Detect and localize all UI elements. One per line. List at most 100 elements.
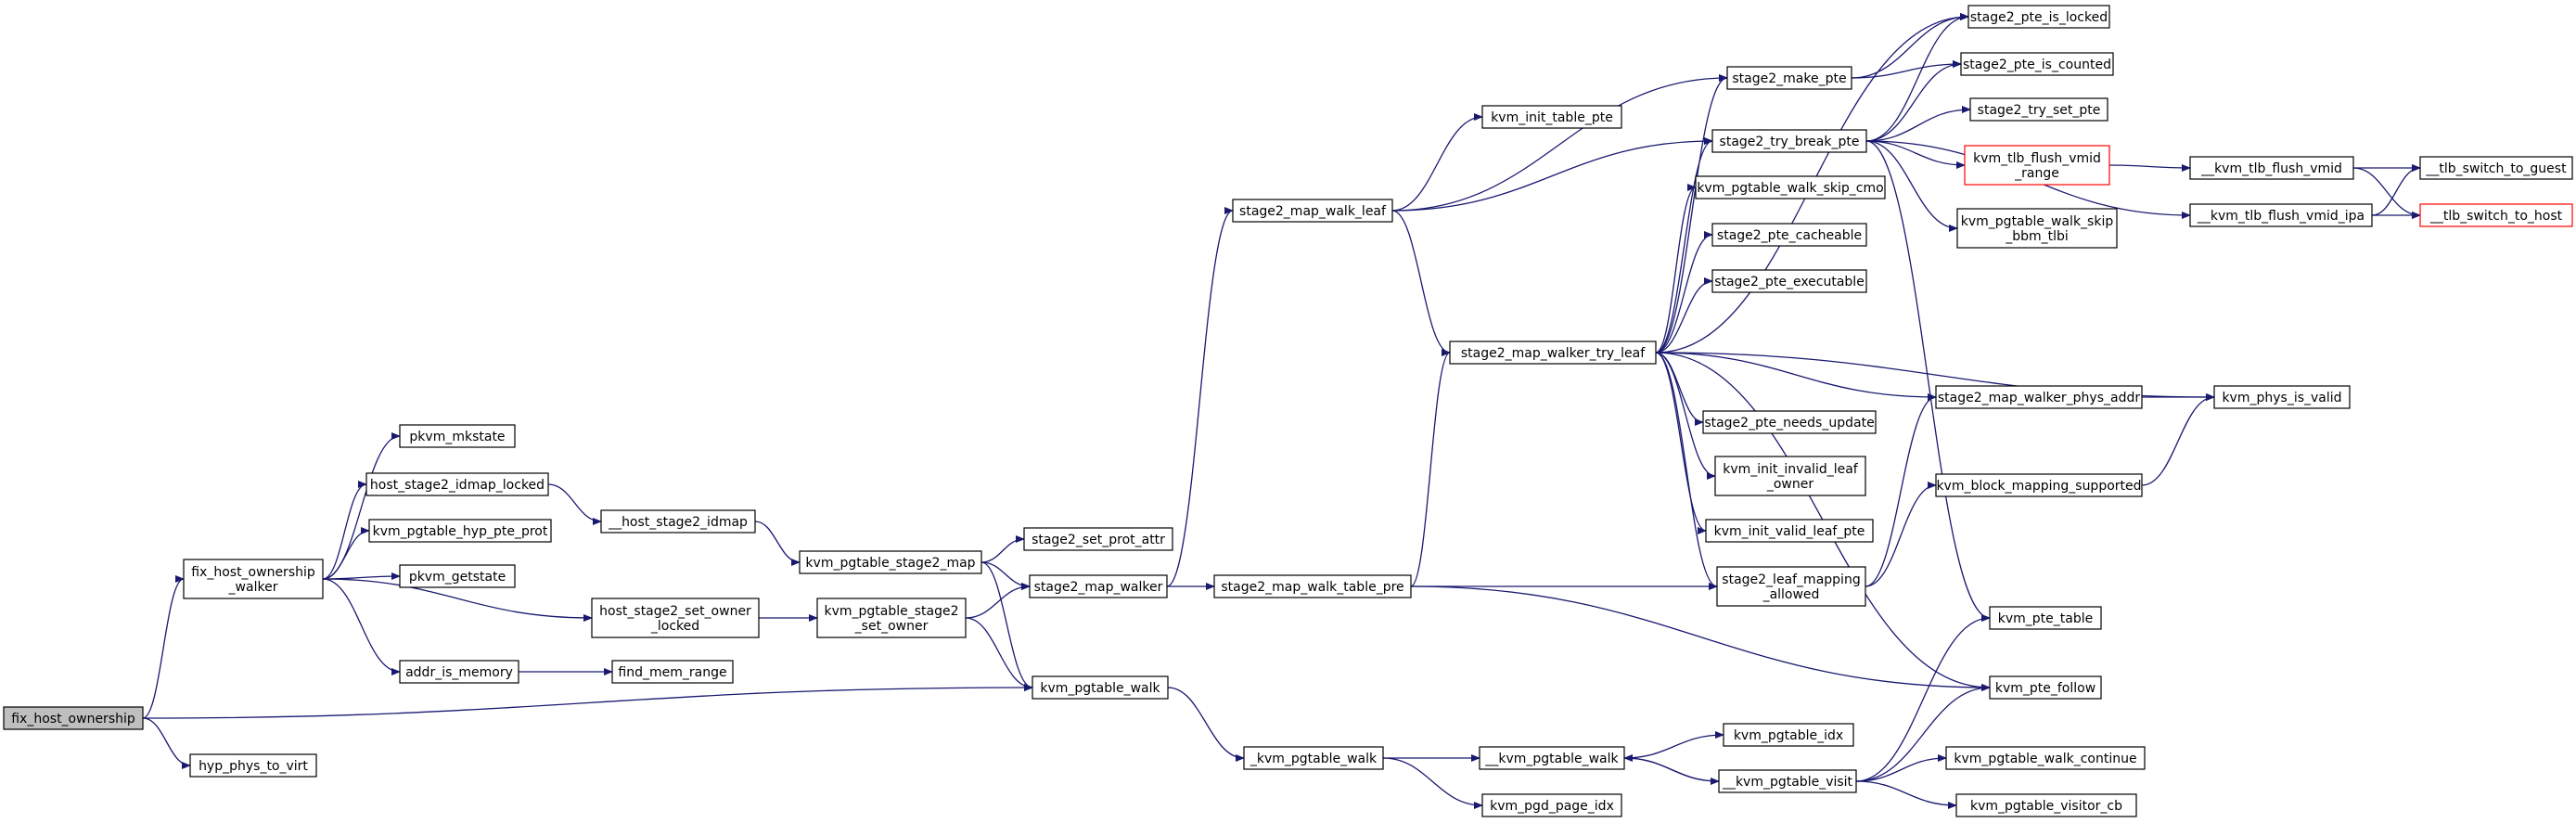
node-box: [1969, 97, 2108, 122]
node-box: [399, 564, 516, 588]
node-kvm-tlb-flush-vmid-range[interactable]: kvm_tlb_flush_vmid_range: [1964, 145, 2110, 186]
node-host-stage2-idmap[interactable]: __host_stage2_idmap: [600, 509, 756, 534]
edge-kvm-tlb-flush-vmid-range-to-kvm-tlb-flush-vmid: [2108, 163, 2191, 172]
edge-stage2-map-walk-leaf-to-kvm-init-table-pte: [1391, 113, 1483, 212]
node-box: [1714, 456, 1866, 496]
node-kvm-pgtable-walk-skip-cmo[interactable]: kvm_pgtable_walk_skip_cmo: [1695, 175, 1886, 199]
node-label: addr_is_memory: [405, 665, 513, 680]
node-find-mem-range[interactable]: find_mem_range: [611, 660, 734, 684]
edge-host-stage2-idmap-to-kvm-pgtable-stage2-map: [754, 521, 801, 566]
node-box: [1702, 410, 1877, 434]
edge-stage2-try-break-pte-to-kvm-pgtable-walk-skip-bbm-tlbi: [1865, 140, 1958, 232]
node-hyp-phys-to-virt[interactable]: hyp_phys_to_virt: [189, 753, 317, 778]
node-box: [1232, 199, 1393, 223]
node-label: stage2_map_walker: [1034, 580, 1163, 595]
node-label: stage2_pte_is_locked: [1970, 10, 2108, 25]
node-label: stage2_pte_needs_update: [1704, 416, 1874, 431]
node-kvm-pgtable-walk-inner[interactable]: _kvm_pgtable_walk: [1243, 746, 1384, 770]
node-stage2-pte-is-locked[interactable]: stage2_pte_is_locked: [1967, 5, 2110, 29]
node-kvm-pgtable-visit[interactable]: __kvm_pgtable_visit: [1718, 769, 1857, 793]
node-stage2-pte-needs-update[interactable]: stage2_pte_needs_update: [1702, 410, 1877, 434]
node-box: [1935, 473, 2143, 497]
node-kvm-tlb-flush-vmid[interactable]: __kvm_tlb_flush_vmid: [2189, 156, 2354, 180]
node-box: [3, 706, 144, 730]
edge-stage2-try-break-pte-to-kvm-pte-table: [1865, 140, 1991, 622]
node-stage2-leaf-mapping-allowed[interactable]: stage2_leaf_mapping_allowed: [1716, 566, 1866, 607]
node-box: [1029, 574, 1168, 598]
node-label: host_stage2_idmap_locked: [370, 478, 545, 493]
node-fix-host-ownership[interactable]: fix_host_ownership: [3, 706, 144, 730]
node-label: __host_stage2_idmap: [608, 515, 748, 530]
node-box: [1711, 269, 1867, 293]
edge-stage2-map-walker-try-leaf-to-stage2-map-walker-phys-addr: [1655, 352, 1937, 401]
node-box: [189, 753, 317, 778]
node-label: __tlb_switch_to_guest: [2425, 161, 2567, 176]
node-kvm-pte-table[interactable]: kvm_pte_table: [1989, 606, 2102, 630]
node-kvm-pgtable-walk-skip-bbm-tlbi[interactable]: kvm_pgtable_walk_skip_bbm_tlbi: [1956, 208, 2118, 249]
node-box: [1955, 793, 2137, 817]
edge-kvm-pgtable-walk-to-kvm-pgtable-walk-inner: [1167, 687, 1245, 762]
node-pkvm-getstate[interactable]: pkvm_getstate: [399, 564, 516, 588]
node-host-stage2-set-owner-locked[interactable]: host_stage2_set_owner_locked: [591, 598, 760, 638]
node-kvm-pgtable-stage2-set-owner[interactable]: kvm_pgtable_stage2_set_owner: [816, 598, 967, 638]
node-stage2-set-prot-attr[interactable]: stage2_set_prot_attr: [1023, 527, 1173, 551]
node-fix-host-ownership-walker[interactable]: fix_host_ownership_walker: [183, 559, 324, 599]
node-stage2-map-walker[interactable]: stage2_map_walker: [1029, 574, 1168, 598]
node-kvm-pgtable-stage2-map[interactable]: kvm_pgtable_stage2_map: [799, 550, 982, 574]
node-box: [399, 660, 519, 684]
node-label: __tlb_switch_to_host: [2429, 209, 2563, 224]
node-stage2-map-walk-table-pre[interactable]: stage2_map_walk_table_pre: [1213, 574, 1412, 598]
node-box: [611, 660, 734, 684]
node-kvm-phys-is-valid[interactable]: kvm_phys_is_valid: [2213, 385, 2351, 409]
node-kvm-pgtable-walk[interactable]: kvm_pgtable_walk: [1032, 675, 1169, 700]
node-box: [399, 424, 516, 448]
edge-fix-host-ownership-to-kvm-pgtable-walk: [142, 684, 1033, 719]
node-stage2-map-walk-leaf[interactable]: stage2_map_walk_leaf: [1232, 199, 1393, 223]
node-label: __kvm_tlb_flush_vmid_ipa: [2197, 209, 2365, 224]
node-kvm-pgtable-hyp-pte-prot[interactable]: kvm_pgtable_hyp_pte_prot: [368, 519, 552, 543]
node-kvm-pgtable-walk-continue[interactable]: kvm_pgtable_walk_continue: [1945, 746, 2146, 770]
edge-stage2-map-walker-to-stage2-map-walk-leaf: [1166, 207, 1234, 587]
node-stage2-pte-executable[interactable]: stage2_pte_executable: [1711, 269, 1867, 293]
node-stage2-try-break-pte[interactable]: stage2_try_break_pte: [1711, 129, 1867, 153]
edge-kvm-pgtable-visit-to-kvm-pgtable-walk-2u: [1623, 754, 1720, 782]
node-box: [2213, 385, 2351, 409]
node-tlb-switch-to-guest[interactable]: __tlb_switch_to_guest: [2419, 156, 2573, 180]
node-stage2-pte-is-counted[interactable]: stage2_pte_is_counted: [1960, 52, 2114, 76]
edge-kvm-pgtable-stage2-map-to-kvm-pgtable-walk: [980, 561, 1033, 691]
edge-stage2-map-walker-try-leaf-to-stage2-leaf-mapping-allowed: [1655, 352, 1718, 590]
node-kvm-tlb-flush-vmid-ipa[interactable]: __kvm_tlb_flush_vmid_ipa: [2189, 203, 2373, 227]
node-box: [368, 519, 552, 543]
call-edges: [142, 13, 2421, 809]
node-kvm-init-table-pte[interactable]: kvm_init_table_pte: [1481, 105, 1622, 129]
node-kvm-pgd-page-idx[interactable]: kvm_pgd_page_idx: [1481, 793, 1622, 817]
node-pkvm-mkstate[interactable]: pkvm_mkstate: [399, 424, 516, 448]
node-box: [1989, 606, 2102, 630]
node-kvm-pgtable-walk-2u[interactable]: __kvm_pgtable_walk: [1479, 746, 1625, 770]
node-box: [2189, 203, 2373, 227]
edge-stage2-map-walker-try-leaf-to-kvm-init-invalid-leaf-owner: [1655, 352, 1716, 480]
node-box: [1479, 746, 1625, 770]
node-box: [1960, 52, 2114, 76]
edge-stage2-try-break-pte-to-kvm-tlb-flush-vmid-range: [1865, 140, 1966, 169]
edge-stage2-map-walk-leaf-to-stage2-map-walker-try-leaf: [1391, 210, 1451, 356]
node-stage2-try-set-pte[interactable]: stage2_try_set_pte: [1969, 97, 2108, 122]
node-addr-is-memory[interactable]: addr_is_memory: [399, 660, 519, 684]
edge-kvm-tlb-flush-vmid-to-tlb-switch-to-host: [2352, 167, 2421, 219]
edge-stage2-make-pte-to-stage2-pte-is-locked: [1851, 13, 1969, 79]
node-stage2-map-walker-try-leaf[interactable]: stage2_map_walker_try_leaf: [1449, 341, 1657, 365]
node-kvm-init-invalid-leaf-owner[interactable]: kvm_init_invalid_leaf_owner: [1714, 456, 1866, 496]
node-host-stage2-idmap-locked[interactable]: host_stage2_idmap_locked: [365, 472, 549, 496]
node-kvm-pte-follow[interactable]: kvm_pte_follow: [1989, 675, 2102, 700]
node-label: kvm_pgtable_walk_skip: [1961, 214, 2114, 229]
node-box: [1967, 5, 2110, 29]
node-tlb-switch-to-host[interactable]: __tlb_switch_to_host: [2419, 203, 2573, 227]
node-stage2-make-pte[interactable]: stage2_make_pte: [1726, 66, 1852, 90]
node-label: kvm_pgd_page_idx: [1490, 799, 1614, 814]
node-stage2-pte-cacheable[interactable]: stage2_pte_cacheable: [1711, 223, 1867, 247]
node-kvm-pgtable-idx[interactable]: kvm_pgtable_idx: [1723, 723, 1854, 747]
node-kvm-init-valid-leaf-pte[interactable]: kvm_init_valid_leaf_pte: [1705, 519, 1874, 543]
node-kvm-block-mapping-supported[interactable]: kvm_block_mapping_supported: [1935, 473, 2143, 497]
node-stage2-map-walker-phys-addr[interactable]: stage2_map_walker_phys_addr: [1935, 385, 2143, 409]
node-kvm-pgtable-visitor-cb[interactable]: kvm_pgtable_visitor_cb: [1955, 793, 2137, 817]
